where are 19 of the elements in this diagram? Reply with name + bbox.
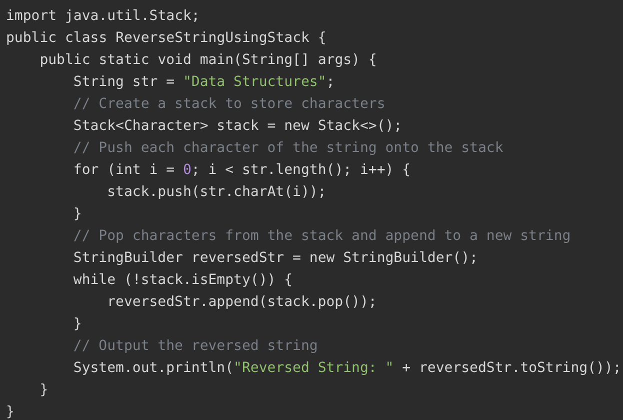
- code-line: // Create a stack to store characters: [73, 95, 386, 113]
- code-line: }: [73, 205, 82, 223]
- code-line: }: [73, 315, 82, 333]
- code-line: // Pop characters from the stack and append to a new string: [73, 227, 571, 245]
- code-line: StringBuilder reversedStr = new StringBuilder();: [73, 249, 478, 267]
- code-line: System.out.println("Reversed String: " + reversedStr.toString());: [73, 359, 622, 377]
- code-line: while (!stack.isEmpty()) {: [73, 271, 293, 289]
- code-line: String str = "Data Structures";: [73, 73, 335, 91]
- code-line: // Push each character of the string onto the stack: [73, 139, 504, 157]
- code-line: for (int i = 0; i < str.length(); i++) {: [73, 161, 411, 179]
- code-line: public static void main(String[] args) {: [40, 51, 377, 69]
- code-line: }: [6, 403, 14, 420]
- code-line: reversedStr.append(stack.pop());: [107, 293, 377, 311]
- code-line: stack.push(str.charAt(i));: [107, 183, 326, 201]
- code-line: Stack<Character> stack = new Stack<>();: [73, 117, 402, 135]
- code-line: import java.util.Stack;: [6, 7, 200, 25]
- code-line: }: [40, 381, 48, 399]
- code-line: public class ReverseStringUsingStack {: [6, 29, 326, 47]
- code-line: // Output the reversed string: [73, 337, 318, 355]
